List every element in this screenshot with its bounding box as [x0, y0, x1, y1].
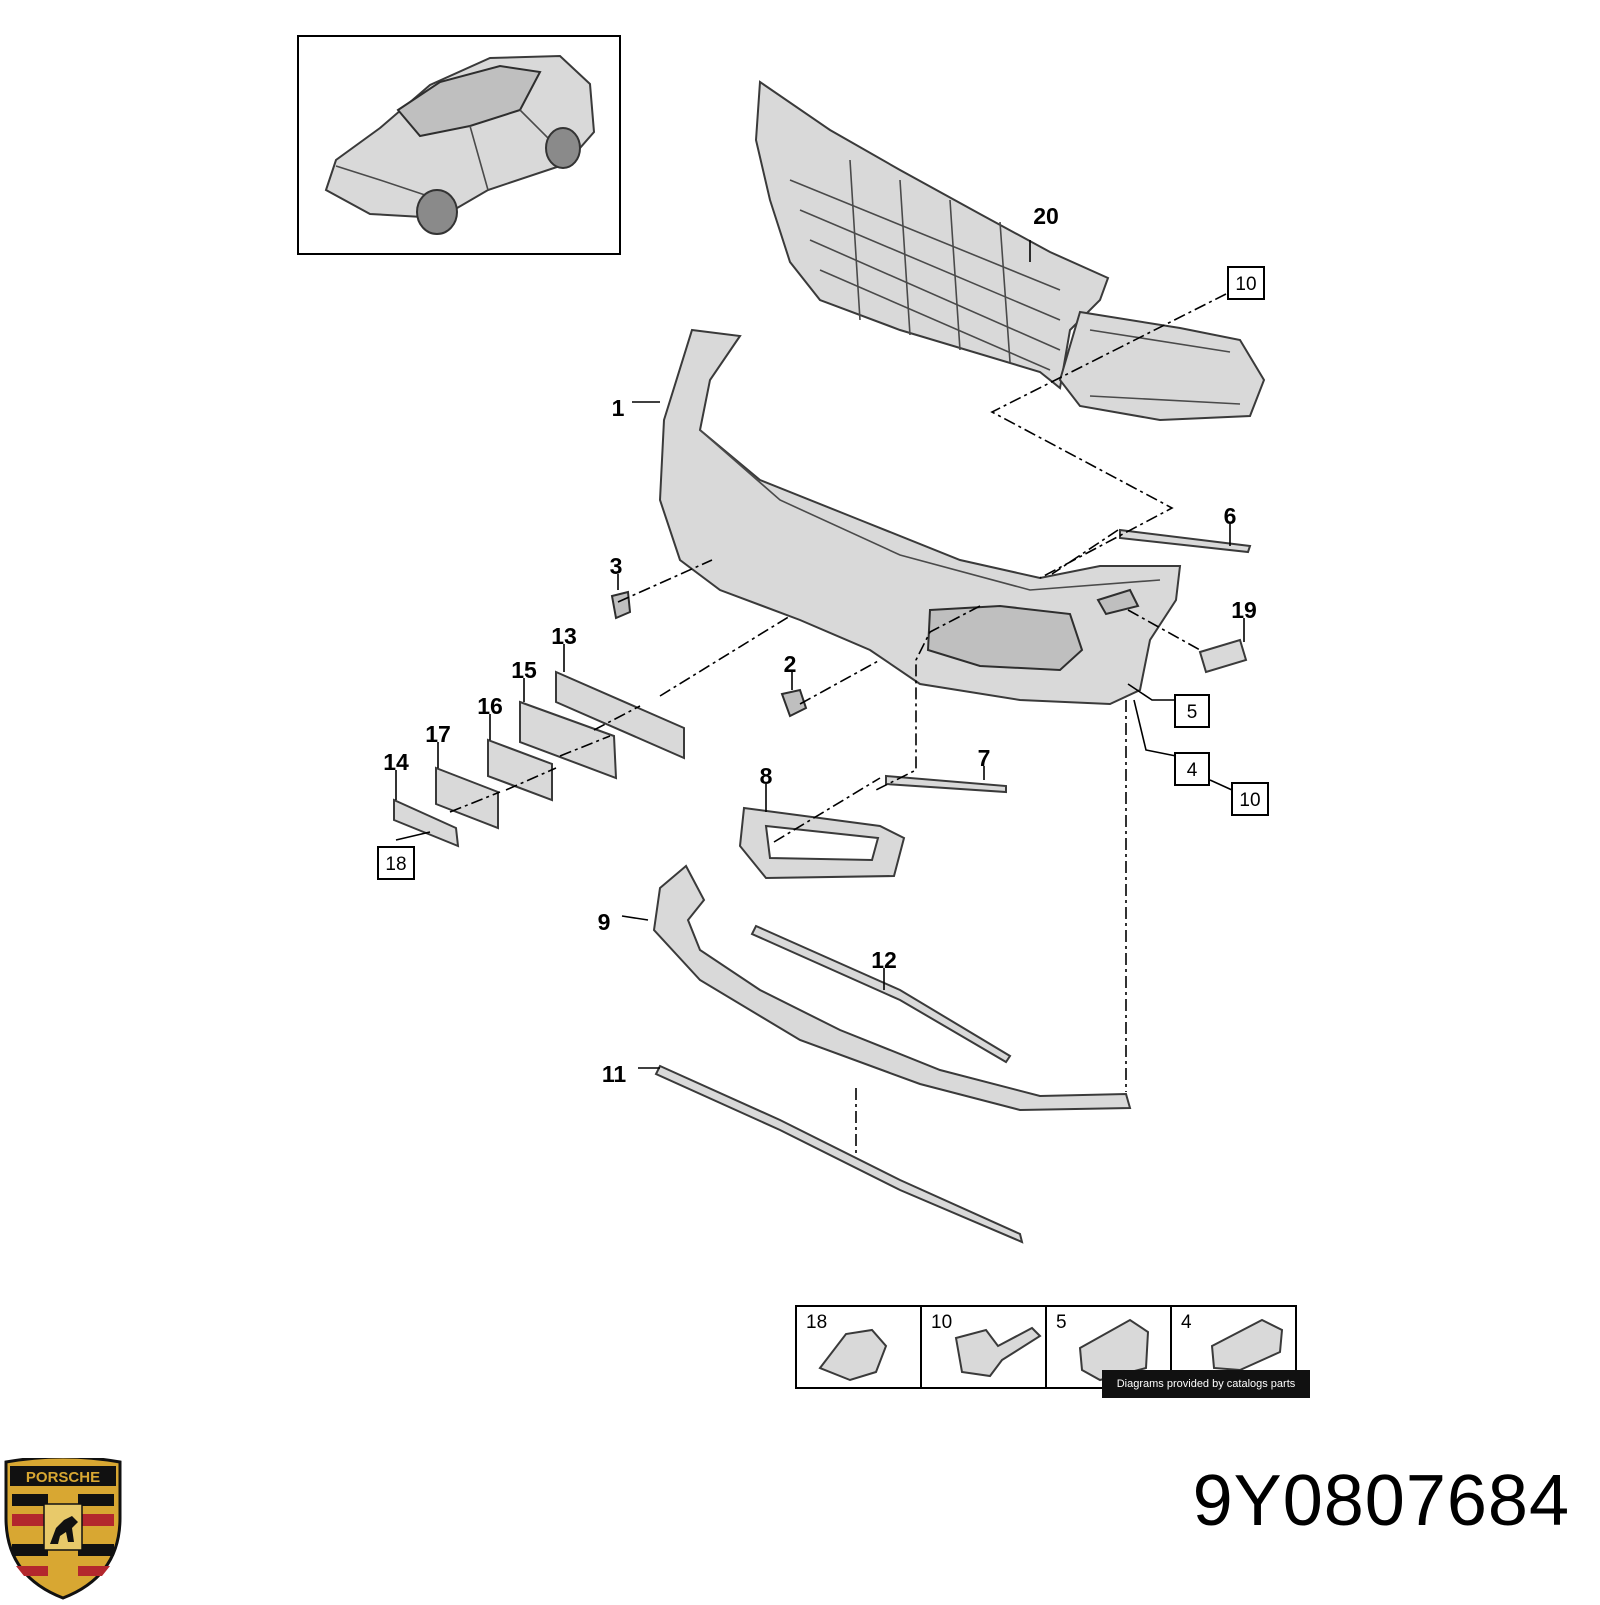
callout-number: 9	[598, 909, 611, 935]
part-12-strip	[750, 924, 1012, 1064]
callout-number: 4	[1187, 760, 1198, 781]
legend-clip-4-part	[1210, 1318, 1284, 1372]
callout-box	[1227, 266, 1265, 300]
legend-cell-label: 5	[1056, 1312, 1067, 1333]
assembly-line	[990, 293, 1227, 579]
part-15-bracket	[519, 700, 618, 780]
porsche-crest-logo: PORSCHE	[0, 1455, 126, 1600]
credit-label: Diagrams provided by catalogs parts	[1102, 1370, 1310, 1398]
part-1-bumper-cover	[658, 328, 1182, 706]
assembly-line	[1051, 529, 1119, 575]
callout-number: 14	[383, 749, 409, 775]
callout-number: 10	[1235, 274, 1256, 295]
callout-number: 10	[1239, 790, 1260, 811]
callout-18: 18	[377, 846, 415, 880]
callout-15: 15	[511, 657, 537, 683]
assembly-line	[593, 705, 641, 731]
callout-3: 3	[610, 553, 623, 579]
part-3-cap	[610, 590, 632, 620]
callout-19: 19	[1231, 597, 1257, 623]
callout-number: 6	[1224, 503, 1237, 529]
leader-line	[1127, 683, 1176, 701]
assembly-line	[559, 735, 611, 757]
leader-lines	[395, 240, 1245, 1156]
callout-number: 17	[425, 721, 451, 747]
assembly-line	[617, 559, 713, 603]
callout-box	[1231, 782, 1269, 816]
part-19-sensor-bezel	[1198, 638, 1248, 674]
logo-wordmark: PORSCHE	[26, 1469, 100, 1486]
assembly-line	[1127, 609, 1201, 651]
fastener-legend: 18 10 5 4	[795, 1305, 1297, 1389]
part-8-fog-frame	[738, 806, 906, 880]
legend-cell-label: 18	[806, 1312, 827, 1333]
part-2-cap	[780, 688, 808, 718]
legend-cell-label: 4	[1181, 1312, 1192, 1333]
callout-box	[1174, 694, 1210, 728]
callout-10: 10	[1231, 782, 1269, 816]
assembly-line	[773, 777, 881, 843]
callout-number: 20	[1033, 203, 1059, 229]
leader-line	[1133, 699, 1177, 757]
callout-13: 13	[551, 623, 577, 649]
callout-12: 12	[871, 947, 897, 973]
part-number: 9Y0807684	[1192, 1461, 1570, 1541]
callout-6: 6	[1224, 503, 1237, 529]
callout-number: 3	[610, 553, 623, 579]
assembly-line	[505, 767, 557, 791]
callout-8: 8	[760, 763, 773, 789]
callout-number: 8	[760, 763, 773, 789]
assembly-line	[659, 615, 791, 697]
callout-number: 7	[978, 745, 991, 771]
callout-number: 1	[612, 395, 625, 421]
callout-box	[1174, 752, 1210, 786]
callout-7: 7	[978, 745, 991, 771]
legend-cell-label: 10	[931, 1312, 952, 1333]
leader-line	[395, 831, 431, 841]
callout-16: 16	[477, 693, 503, 719]
callout-number: 12	[871, 947, 897, 973]
part-16-bracket	[487, 738, 553, 802]
callout-number: 5	[1187, 702, 1198, 723]
callout-1: 1	[612, 395, 625, 421]
legend-clip-5-part	[1078, 1318, 1150, 1382]
part-20-grille-carrier	[754, 80, 1266, 422]
callout-number: 13	[551, 623, 577, 649]
callout-box	[377, 846, 415, 880]
callout-17: 17	[425, 721, 451, 747]
leader-line	[621, 915, 649, 921]
callout-11: 11	[602, 1061, 627, 1087]
part-13-bracket	[555, 670, 685, 760]
callout-2: 2	[784, 651, 797, 677]
callout-14: 14	[383, 749, 409, 775]
callout-number: 15	[511, 657, 537, 683]
vehicle-overview	[297, 35, 621, 255]
callout-4: 4	[1174, 752, 1210, 786]
callout-number: 16	[477, 693, 503, 719]
callout-number: 11	[602, 1061, 627, 1087]
callout-9: 9	[598, 909, 611, 935]
part-7-trim-strip	[885, 774, 1007, 794]
callout-10: 10	[1227, 266, 1265, 300]
legend-clip-10-part	[954, 1326, 1042, 1378]
assembly-line	[799, 659, 881, 705]
callout-number: 19	[1231, 597, 1257, 623]
leader-line	[1209, 779, 1233, 791]
callout-number: 2	[784, 651, 797, 677]
part-11-strip	[654, 1064, 1024, 1244]
assembly-line	[875, 605, 981, 791]
callout-20: 20	[1033, 203, 1059, 229]
part-9-lower-spoiler	[652, 864, 1132, 1112]
legend-clip-18-part	[818, 1328, 888, 1382]
part-17-bracket	[435, 766, 499, 830]
assembly-line	[449, 791, 501, 813]
callout-5: 5	[1174, 694, 1210, 728]
part-14-bracket	[393, 798, 460, 848]
callout-number: 18	[385, 854, 406, 875]
